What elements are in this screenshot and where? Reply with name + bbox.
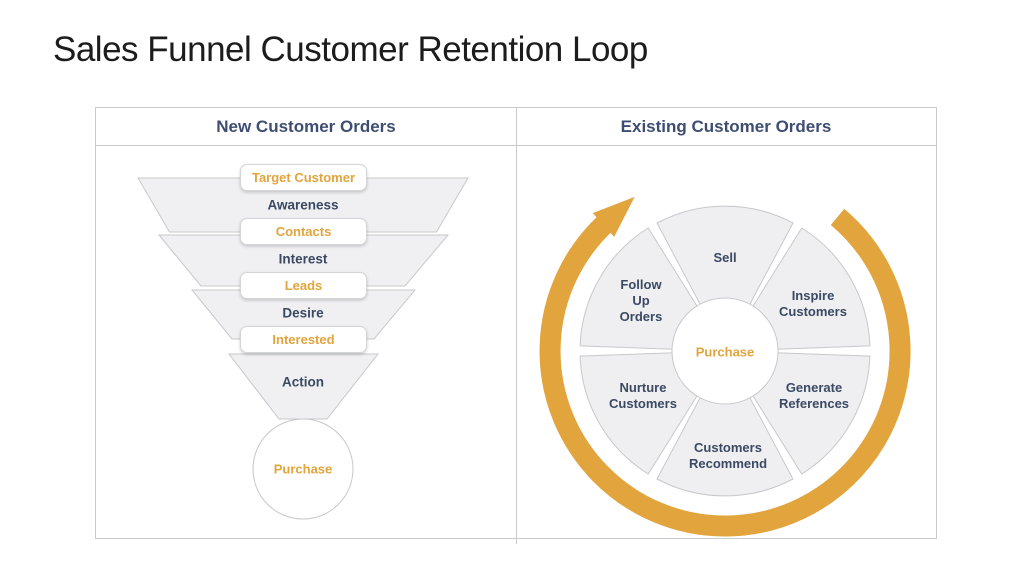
loop-center-purchase-label: Purchase [695, 344, 755, 360]
loop-segment-sell-shape [656, 205, 794, 353]
funnel-badge-interested: Interested [240, 326, 367, 353]
loop-segment-customers-recommend-shape [656, 349, 794, 497]
page-title: Sales Funnel Customer Retention Loop [53, 30, 648, 69]
loop-segment-label-follow-up-orders: Follow Up Orders [619, 277, 663, 324]
retention-loop-diagram: Sell Inspire Customers Generate Referenc… [516, 145, 936, 538]
funnel-purchase-circle [252, 418, 354, 520]
retention-loop-arrow [539, 196, 911, 537]
loop-segment-label-sell: Sell [713, 250, 737, 265]
funnel-purchase-label: Purchase [273, 461, 333, 477]
loop-hub-circle [671, 297, 779, 405]
comparison-panel: New Customer Orders Existing Customer Or… [95, 107, 937, 544]
loop-segment-label-inspire-customers: Inspire Customers [779, 288, 847, 319]
left-panel-header: New Customer Orders [216, 116, 396, 136]
funnel-stage-label: Interest [278, 251, 328, 267]
loop-segment-label-nurture-customers: Nurture Customers [609, 380, 677, 411]
panel-divider [516, 108, 517, 544]
funnel-stage-label: Awareness [267, 197, 339, 213]
loop-wheel [539, 196, 911, 537]
funnel-badge-contacts: Contacts [240, 218, 367, 245]
funnel-badge-target-customer: Target Customer [240, 164, 367, 191]
panel-content-row: Awareness Interest Desire Action Target … [96, 145, 936, 538]
right-panel-header: Existing Customer Orders [620, 116, 832, 136]
funnel-segment-action [227, 353, 380, 420]
new-customer-funnel: Awareness Interest Desire Action Target … [96, 145, 516, 538]
funnel-stage-label: Action [282, 374, 324, 390]
loop-segment-label-customers-recommend: Customers Recommend [688, 440, 768, 471]
loop-segment-label-generate-references: Generate References [778, 380, 850, 411]
funnel-badge-leads: Leads [240, 272, 367, 299]
funnel-stage-label: Desire [282, 305, 324, 321]
